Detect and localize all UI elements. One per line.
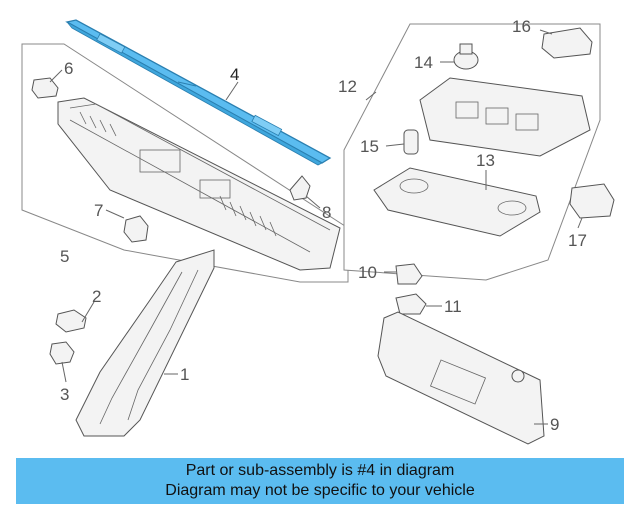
info-banner: Part or sub-assembly is #4 in diagram Di…	[16, 458, 624, 504]
part-14-clip[interactable]	[453, 43, 479, 70]
callout-8: 8	[322, 203, 331, 222]
banner-line-2: Diagram may not be specific to your vehi…	[165, 482, 475, 499]
part-17-connector[interactable]	[569, 183, 615, 219]
part-16-cover[interactable]	[541, 27, 593, 59]
parts-diagram: 4 1 2 3 5 6 7 8 9 10 11 12 13 14 15 16 1…	[21, 17, 615, 445]
part-1-pillar-trim[interactable]	[75, 249, 215, 437]
callout-11: 11	[444, 297, 462, 316]
callout-15: 15	[360, 137, 379, 156]
callout-1: 1	[180, 365, 189, 384]
callout-4: 4	[230, 65, 239, 84]
part-7-clip[interactable]	[123, 215, 149, 243]
callout-6: 6	[64, 59, 73, 78]
part-4-roof-trim-strip[interactable]	[65, 19, 332, 166]
part-5-side-trim[interactable]	[57, 97, 341, 271]
group-panel-12	[343, 23, 601, 281]
callout-14: 14	[414, 53, 433, 72]
callout-2: 2	[92, 287, 101, 306]
callout-10: 10	[358, 263, 377, 282]
part-2-clip[interactable]	[55, 309, 87, 333]
part-15-bulb[interactable]	[403, 129, 419, 155]
part-10-clip[interactable]	[395, 263, 423, 285]
part-9-sun-visor[interactable]	[377, 311, 545, 445]
callout-7: 7	[94, 201, 103, 220]
leader-lines	[49, 29, 583, 425]
part-11-clip[interactable]	[395, 293, 427, 315]
part-13-console-lens[interactable]	[373, 167, 541, 237]
callout-9: 9	[550, 415, 559, 434]
callout-16: 16	[512, 17, 531, 36]
callout-12: 12	[338, 77, 357, 96]
console-housing[interactable]	[419, 77, 591, 157]
part-6-clip[interactable]	[31, 77, 59, 99]
callout-3: 3	[60, 385, 69, 404]
banner-line-1: Part or sub-assembly is #4 in diagram	[185, 462, 455, 479]
callout-13: 13	[476, 151, 495, 170]
callout-17: 17	[568, 231, 587, 250]
part-3-clip[interactable]	[49, 341, 75, 365]
callout-5: 5	[60, 247, 69, 266]
part-8-clip[interactable]	[289, 175, 311, 201]
